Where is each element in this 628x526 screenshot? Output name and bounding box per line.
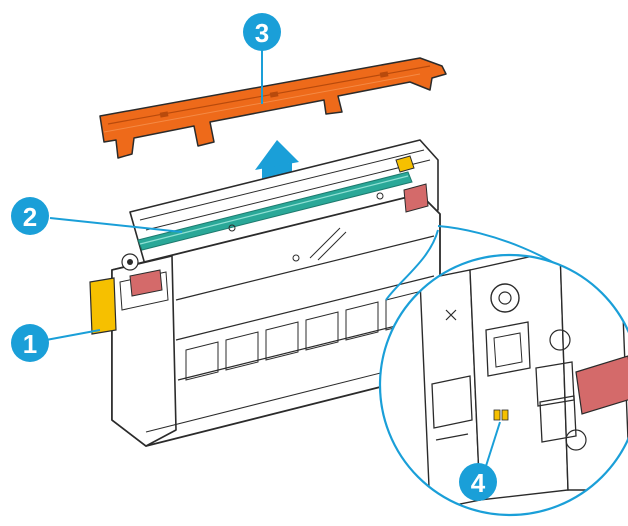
leader-line-1 — [46, 330, 100, 340]
callout-1: 1 — [11, 324, 49, 362]
callout-4-label: 4 — [471, 468, 486, 498]
callout-3-label: 3 — [255, 18, 269, 48]
callout-1-label: 1 — [23, 329, 37, 359]
callout-3: 3 — [243, 13, 281, 51]
zoom-contents — [420, 240, 628, 510]
callout-2-label: 2 — [23, 202, 37, 232]
callout-2: 2 — [11, 197, 49, 235]
orange-shipping-cover — [100, 58, 446, 158]
callout-4: 4 — [459, 463, 497, 501]
